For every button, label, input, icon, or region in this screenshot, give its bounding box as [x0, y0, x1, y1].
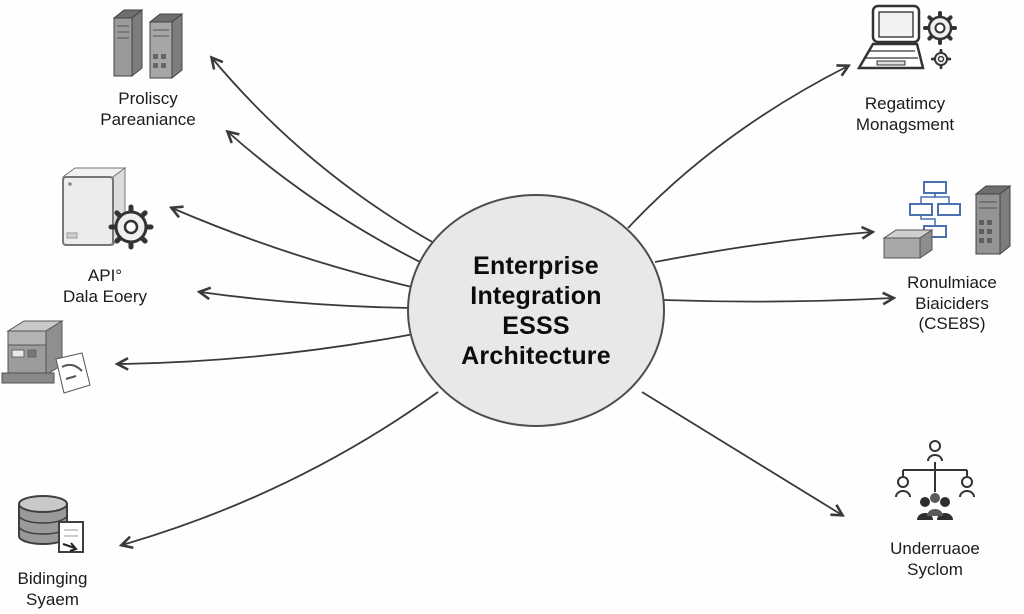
arrow	[641, 391, 842, 515]
arrow	[172, 208, 417, 289]
node-label: Ronulmiace Biaiciders (CSE8S)	[907, 273, 997, 334]
arrow	[663, 298, 893, 302]
gear-icon	[930, 48, 951, 70]
node-regulatory-management: Regatimcy Monagsment	[830, 4, 980, 135]
node-document-output	[0, 313, 95, 411]
arrow	[118, 333, 415, 364]
node-label: API° Dala Eoery	[62, 266, 148, 306]
arrow	[228, 132, 433, 269]
node-label: Underruaoe Syclom	[890, 539, 980, 579]
arrow	[627, 66, 848, 229]
server-towers-icon	[112, 8, 184, 80]
arrow	[200, 292, 411, 309]
node-policy-performance: Proliscy Pareaniance	[68, 6, 228, 130]
arrow	[122, 391, 439, 545]
copier-icon	[1, 320, 91, 394]
arrow	[654, 232, 872, 263]
arrow	[212, 58, 444, 249]
gear-icon	[922, 11, 957, 45]
database-stack-icon	[17, 495, 84, 553]
node-underwriting-system: Underruaoe Syclom	[860, 436, 1010, 580]
node-billing-system: Bidinging Syaem	[0, 486, 105, 610]
laptop-gear-icon	[856, 4, 957, 70]
server-flowchart-icon	[881, 181, 1011, 259]
node-label: Regatimcy Monagsment	[855, 94, 955, 134]
center-node: Enterprise Integration ESSS Architecture	[407, 194, 665, 427]
gear-icon	[108, 204, 153, 250]
node-compliance-providers: Ronulmiace Biaiciders (CSE8S)	[878, 180, 1024, 335]
node-api-data-entry: API° Dala Eoery	[30, 163, 180, 307]
node-label: Proliscy Pareaniance	[100, 89, 196, 129]
diagram-title: Enterprise Integration ESSS Architecture	[461, 251, 611, 370]
node-label: Bidinging Syaem	[17, 569, 88, 609]
org-chart-icon	[895, 440, 975, 520]
server-gear-icon	[61, 167, 153, 250]
